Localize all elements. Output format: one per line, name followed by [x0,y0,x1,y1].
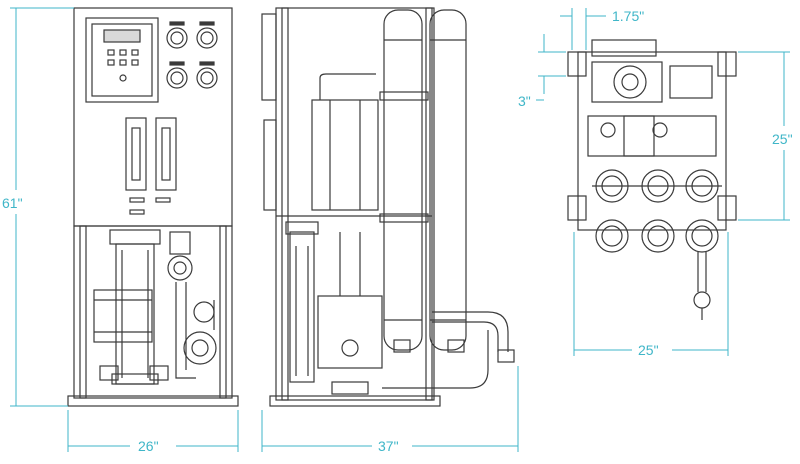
side-view [261,7,515,407]
dimension-lines [10,7,790,452]
top-depth-dimension: 25" [772,131,793,147]
side-pump [317,232,383,395]
top-width-dimension: 25" [638,342,659,358]
top-small-dimension: 3" [518,93,531,109]
side-membrane-vessels [379,9,467,351]
top-membrane-caps [592,169,722,253]
top-frame [577,51,727,231]
top-valves [587,115,717,157]
front-height-dimension: 61" [2,195,23,211]
front-cartridge-filter [109,229,161,385]
top-pump-block [591,61,713,103]
front-pump-piping [99,231,217,381]
front-view [67,7,239,407]
front-control-panel [73,7,233,227]
top-offset-dimension: 1.75" [612,8,644,24]
top-drain-pipe [693,252,711,320]
front-controller [85,17,159,103]
side-width-dimension: 37" [378,438,399,454]
front-lower-frame [73,225,233,399]
side-filter-housing [285,221,319,383]
front-pressure-gauges [166,21,218,89]
side-outlet-piping [382,311,515,389]
top-view [567,39,737,320]
side-cartridge-vessel [311,73,379,211]
front-flow-meters [125,117,177,215]
front-width-dimension: 26" [138,438,159,454]
front-pump-motor [93,289,153,343]
